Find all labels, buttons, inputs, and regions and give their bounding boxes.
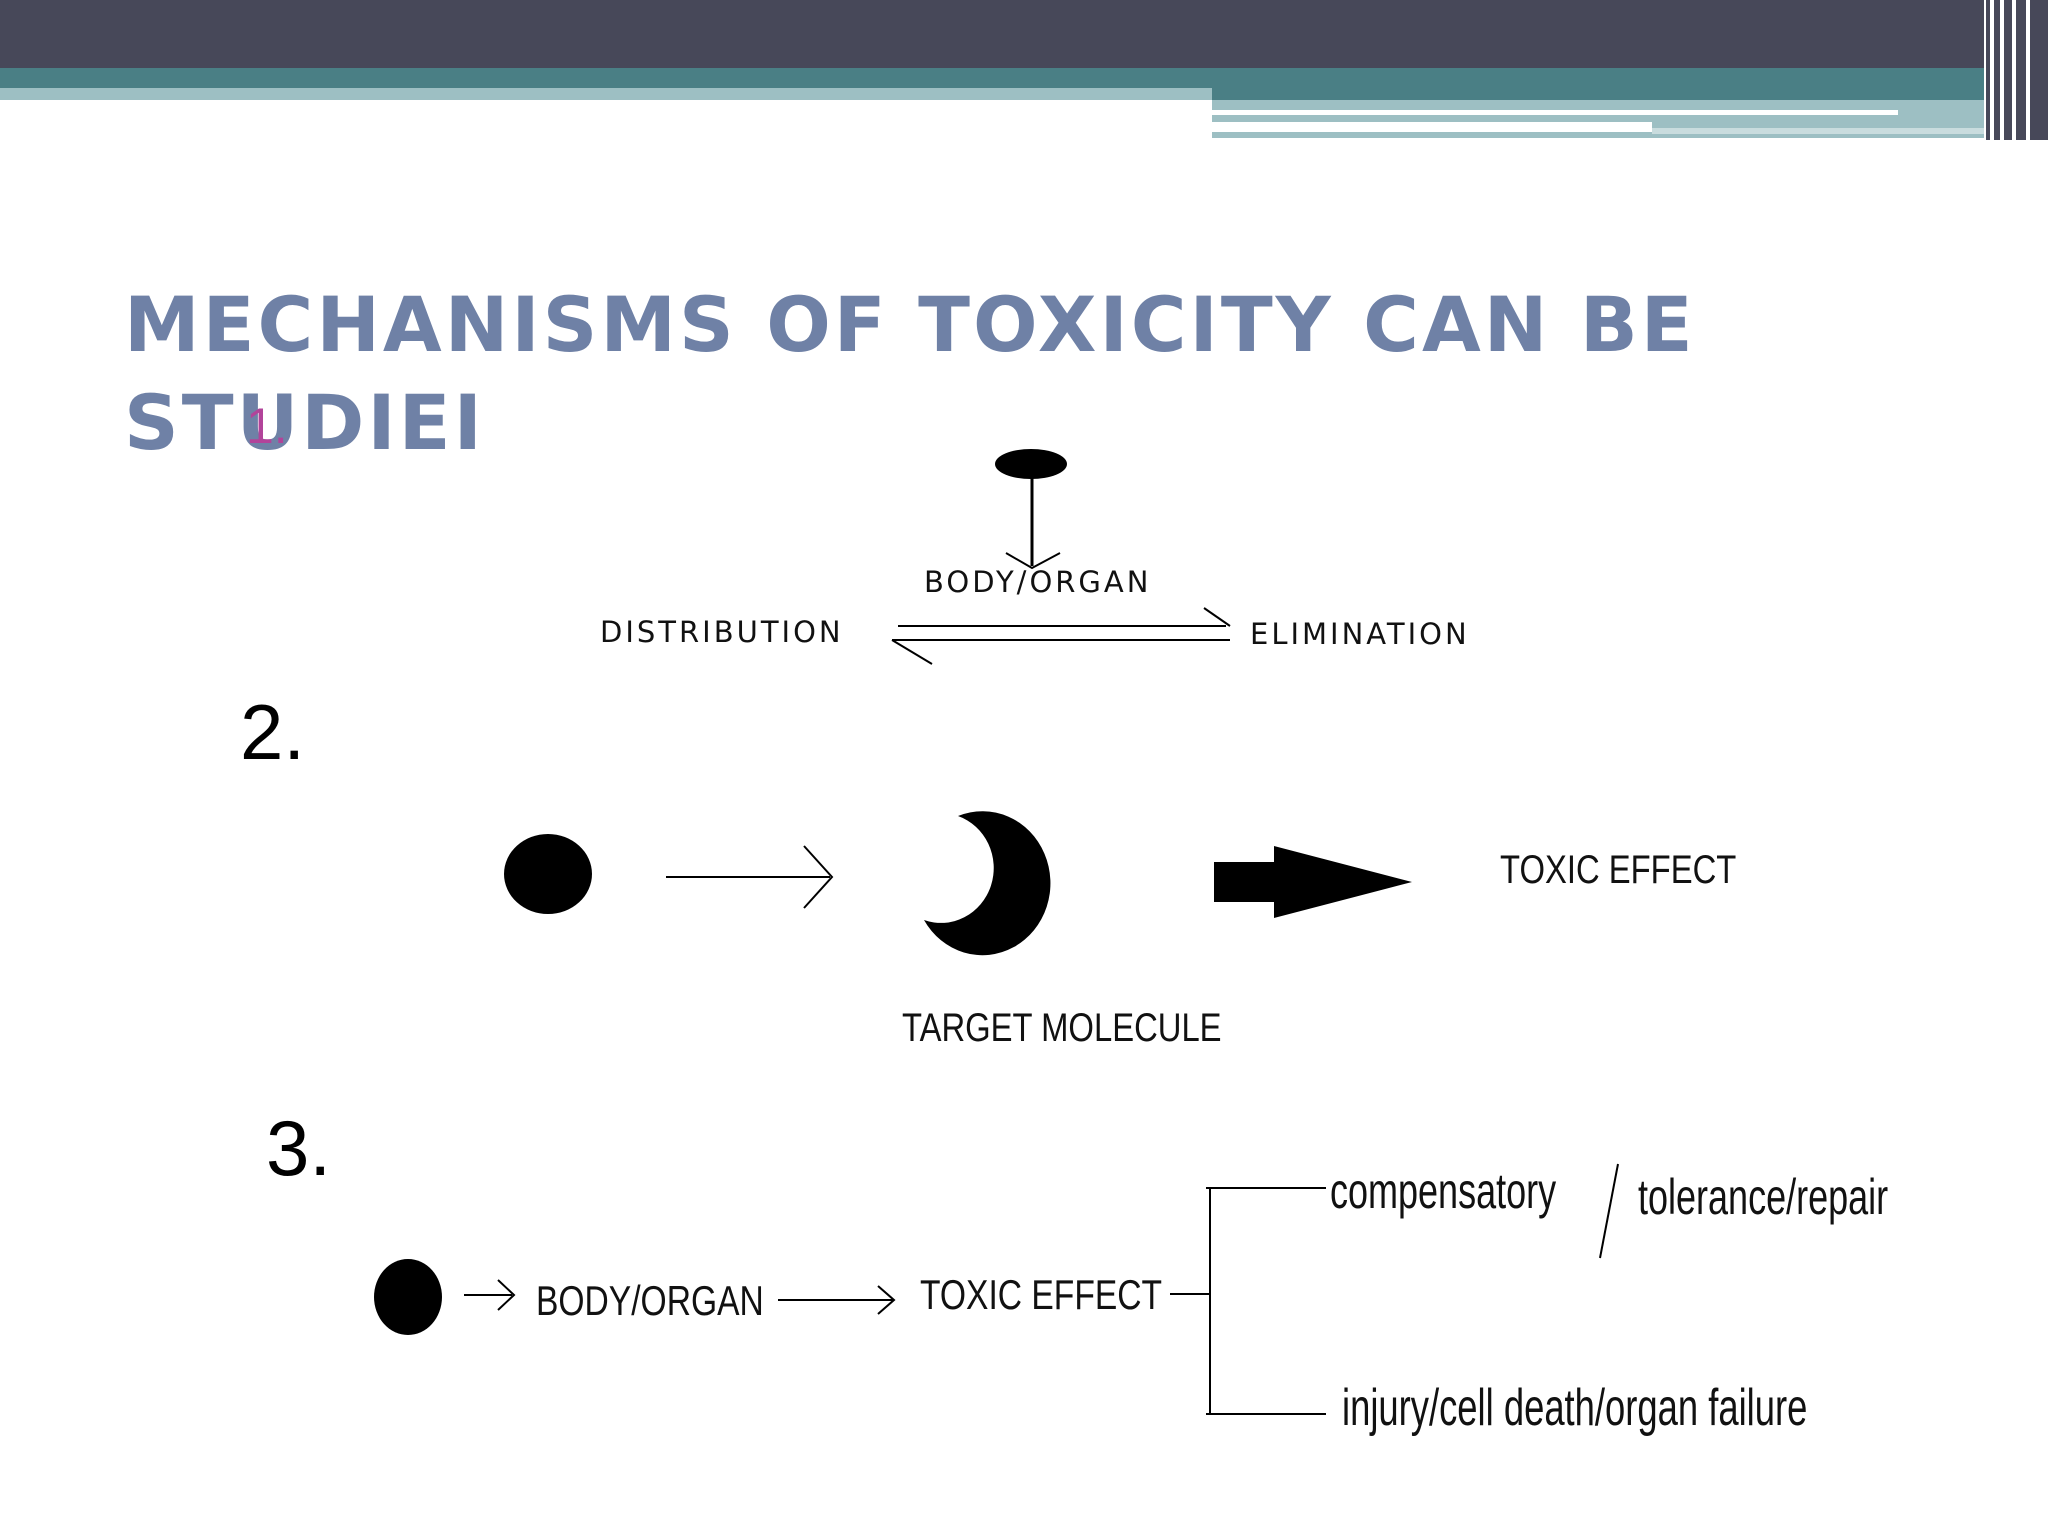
toxicant-circle-small xyxy=(374,1259,442,1335)
distribution-label: DISTRIBUTION xyxy=(600,615,844,649)
toxicant-circle xyxy=(504,834,592,914)
diagram-2-shapes xyxy=(504,811,1412,956)
outcome-slash xyxy=(1599,1163,1619,1259)
toxic-effect-label-3: TOXIC EFFECT xyxy=(920,1271,1163,1318)
item-number-1: 1. xyxy=(246,398,288,454)
effect-block-arrow xyxy=(1214,846,1412,918)
equilibrium-reverse-head xyxy=(891,639,933,665)
binding-arrow-head xyxy=(803,845,834,909)
header-banner xyxy=(0,0,2048,140)
arrow-to-body-organ-3-head xyxy=(497,1279,516,1311)
compensatory-label: compensatory xyxy=(1330,1163,1557,1219)
slide-title-line-2: STUDIEI xyxy=(124,378,485,467)
equilibrium-forward-head xyxy=(1203,607,1231,627)
target-molecule-label: TARGET MOLECULE xyxy=(902,1006,1222,1050)
slide-title: MECHANISMS OF TOXICITY CAN BE STUDIEI xyxy=(124,276,1824,472)
toxicant-oval xyxy=(995,449,1067,479)
elimination-label: ELIMINATION xyxy=(1250,617,1470,651)
body-organ-label-3: BODY/ORGAN xyxy=(536,1277,764,1324)
injury-label: injury/cell death/organ failure xyxy=(1342,1379,1808,1437)
slide-title-line-1: MECHANISMS OF TOXICITY CAN BE xyxy=(124,280,1696,369)
arrow-to-toxic-effect-3-head xyxy=(877,1285,896,1315)
toxic-effect-label: TOXIC EFFECT xyxy=(1500,848,1737,892)
target-molecule-crescent xyxy=(924,811,1051,956)
item-number-2: 2. xyxy=(240,688,306,776)
arrow-to-body-organ-head xyxy=(1005,552,1061,570)
body-organ-label: BODY/ORGAN xyxy=(924,565,1152,599)
item-number-3: 3. xyxy=(266,1104,332,1192)
tolerance-repair-label: tolerance/repair xyxy=(1638,1169,1889,1225)
diagram-3-shapes xyxy=(374,1163,1619,1415)
diagram-1-shapes xyxy=(891,449,1231,665)
